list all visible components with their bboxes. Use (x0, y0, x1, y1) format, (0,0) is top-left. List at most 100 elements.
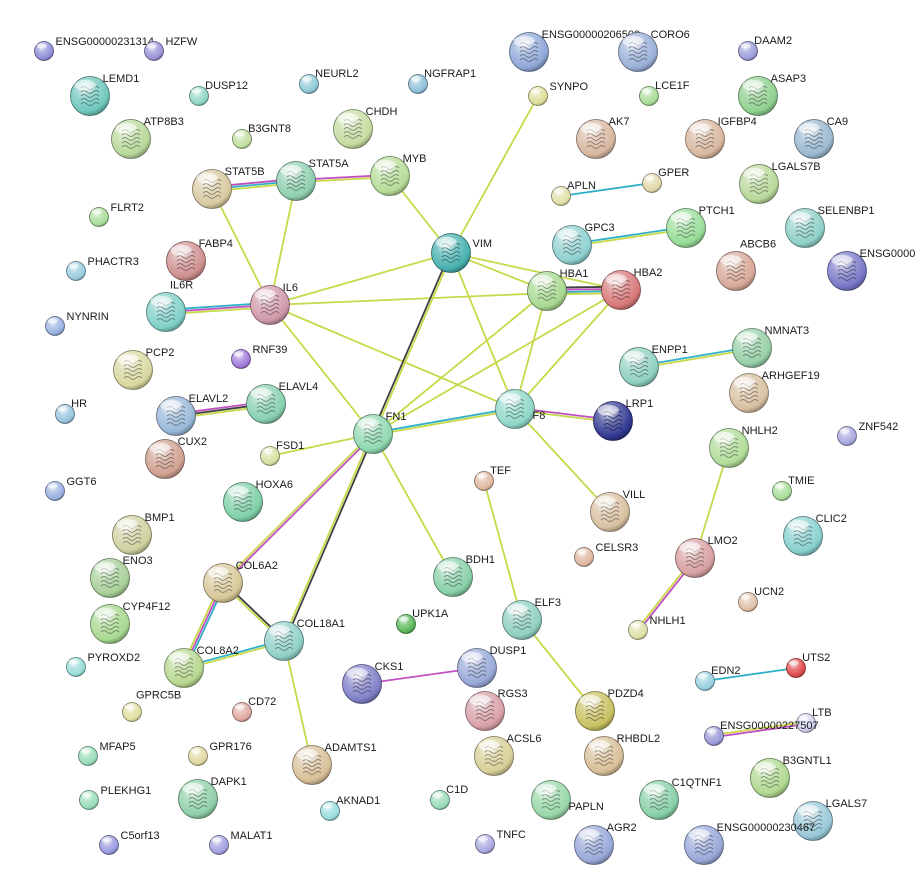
node-ARHGEF19[interactable]: ARHGEF19 (729, 370, 820, 413)
node-NHLH1[interactable]: NHLH1 (628, 615, 686, 640)
node-DUSP1[interactable]: DUSP1 (457, 645, 527, 688)
node-GPRC5B[interactable]: GPRC5B (122, 690, 182, 722)
node-VILL[interactable]: VILL (590, 489, 646, 532)
node-IL6R[interactable]: IL6R (146, 280, 194, 332)
node-HZFW[interactable]: HZFW (144, 36, 198, 61)
node-GPR176[interactable]: GPR176 (188, 741, 252, 766)
node-LRP1[interactable]: LRP1 (593, 398, 654, 441)
node-NHLH2[interactable]: NHLH2 (709, 425, 778, 468)
node-ENSG00000206500[interactable]: ENSG00000206500 (509, 29, 641, 72)
node-ENSG00000227507[interactable]: ENSG00000227507 (704, 720, 819, 746)
node-ENPP1[interactable]: ENPP1 (619, 344, 688, 387)
node-COL6A2[interactable]: COL6A2 (203, 560, 278, 603)
node-PDZD4[interactable]: PDZD4 (575, 688, 644, 731)
node-COL18A1[interactable]: COL18A1 (264, 618, 345, 661)
node-IL6[interactable]: IL6 (250, 282, 298, 325)
edge-VIM-HBA2[interactable] (450, 252, 622, 291)
edge-IL6-FN1[interactable] (269, 304, 374, 435)
node-ADAMTS1[interactable]: ADAMTS1 (292, 742, 377, 785)
node-GGT6[interactable]: GGT6 (45, 476, 97, 501)
node-AGR2[interactable]: AGR2 (574, 822, 637, 865)
node-C1D[interactable]: C1D (430, 784, 469, 810)
node-ENSG00000230467[interactable]: ENSG00000230467 (684, 822, 816, 865)
node-UCN2[interactable]: UCN2 (738, 586, 785, 612)
node-ELAVL2[interactable]: ELAVL2 (156, 393, 229, 436)
node-CKS1[interactable]: CKS1 (342, 661, 404, 704)
edge-VIM-FN1[interactable] (371, 251, 453, 436)
node-HR[interactable]: HR (55, 398, 88, 424)
node-ABCB6[interactable]: ABCB6 (716, 239, 777, 291)
node-UTS2[interactable]: UTS2 (786, 652, 831, 678)
node-TNFC[interactable]: TNFC (475, 829, 526, 854)
edge-IL6-VIM[interactable] (269, 252, 452, 306)
node-DAPK1[interactable]: DAPK1 (178, 776, 247, 819)
node-STAT5A[interactable]: STAT5A (276, 158, 350, 201)
node-CHDH[interactable]: CHDH (333, 106, 398, 149)
node-LGALS7[interactable]: LGALS7 (793, 798, 868, 841)
node-CORO6[interactable]: CORO6 (618, 29, 690, 72)
edge-HBA2-FN1[interactable] (372, 289, 622, 435)
node-GPER[interactable]: GPER (642, 167, 690, 193)
node-UPK1A[interactable]: UPK1A (396, 608, 449, 634)
node-CD72[interactable]: CD72 (232, 696, 277, 722)
node-EDN2[interactable]: EDN2 (695, 665, 741, 691)
node-ENSG00000231314[interactable]: ENSG00000231314 (34, 36, 154, 61)
node-HOXA6[interactable]: HOXA6 (223, 479, 293, 522)
node-CLIC2[interactable]: CLIC2 (783, 513, 847, 556)
node-B3GNTL1[interactable]: B3GNTL1 (750, 755, 832, 798)
node-SELENBP1[interactable]: SELENBP1 (785, 205, 875, 248)
node-GPC3[interactable]: GPC3 (552, 222, 615, 265)
node-CELSR3[interactable]: CELSR3 (574, 542, 639, 567)
node-RHBDL2[interactable]: RHBDL2 (584, 733, 661, 776)
node-CUX2[interactable]: CUX2 (145, 436, 208, 479)
node-FLRT2[interactable]: FLRT2 (89, 202, 144, 227)
node-F8[interactable]: F8 (495, 389, 546, 429)
node-ATP8B3[interactable]: ATP8B3 (111, 116, 184, 159)
node-DUSP12[interactable]: DUSP12 (189, 80, 248, 106)
node-FSD1[interactable]: FSD1 (260, 440, 305, 466)
node-NMNAT3[interactable]: NMNAT3 (732, 325, 810, 368)
edge-VIM-F8[interactable] (450, 252, 516, 410)
edge-HBA1-FN1[interactable] (372, 290, 548, 435)
node-LCE1F[interactable]: LCE1F (639, 80, 690, 106)
node-NGFRAP1[interactable]: NGFRAP1 (408, 68, 477, 94)
node-FN1[interactable]: FN1 (353, 411, 407, 454)
edge-HBA2-F8[interactable] (514, 289, 622, 410)
edge-EDN2-UTS2[interactable] (704, 667, 797, 682)
node-LTB[interactable]: LTB (796, 707, 832, 733)
node-AKNAD1[interactable]: AKNAD1 (320, 795, 381, 821)
node-C5orf13[interactable]: C5orf13 (99, 830, 160, 855)
edge-HBA1-F8[interactable] (514, 290, 548, 410)
edge-TEF-ELF3[interactable] (483, 480, 523, 621)
node-PTCH1[interactable]: PTCH1 (666, 205, 735, 248)
node-STAT5B[interactable]: STAT5B (192, 166, 265, 209)
node-TMIE[interactable]: TMIE (772, 475, 815, 501)
node-MYB[interactable]: MYB (370, 153, 427, 196)
edge-STAT5B-IL6[interactable] (211, 188, 271, 306)
node-MALAT1[interactable]: MALAT1 (209, 830, 273, 855)
node-NEURL2[interactable]: NEURL2 (299, 68, 359, 94)
edge-LTB-ENSG00000227507[interactable] (712, 721, 808, 738)
edge-FN1-COL18A1[interactable] (282, 432, 375, 643)
node-CA9[interactable]: CA9 (794, 116, 849, 159)
edge-FN1-F8[interactable] (371, 407, 517, 436)
edge-FN1-COL6A2[interactable] (221, 432, 375, 585)
node-ELF3[interactable]: ELF3 (502, 597, 561, 640)
node-DAAM2[interactable]: DAAM2 (738, 35, 793, 61)
edge-FN1-BDH1[interactable] (372, 433, 454, 578)
node-RNF39[interactable]: RNF39 (231, 344, 288, 369)
node-PYROXD2[interactable]: PYROXD2 (66, 652, 141, 677)
node-APLN[interactable]: APLN (551, 180, 596, 206)
node-LMO2[interactable]: LMO2 (675, 535, 738, 578)
node-NYNRIN[interactable]: NYNRIN (45, 311, 109, 336)
node-FABP4[interactable]: FABP4 (166, 238, 233, 281)
edge-SYNPO-VIM[interactable] (450, 95, 539, 254)
node-COL8A2[interactable]: COL8A2 (164, 645, 239, 688)
node-TEF[interactable]: TEF (474, 465, 512, 491)
node-SYNPO[interactable]: SYNPO (528, 81, 589, 106)
node-HBA2[interactable]: HBA2 (601, 267, 663, 310)
node-ELAVL4[interactable]: ELAVL4 (246, 381, 319, 424)
node-AK7[interactable]: AK7 (576, 116, 630, 159)
node-PLEKHG1[interactable]: PLEKHG1 (79, 785, 152, 810)
node-HBA1[interactable]: HBA1 (527, 268, 589, 311)
